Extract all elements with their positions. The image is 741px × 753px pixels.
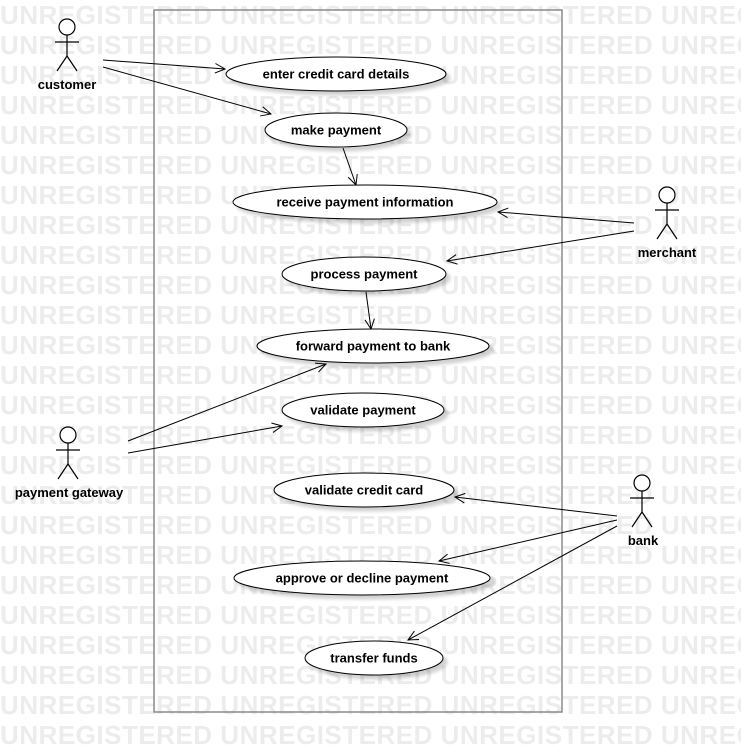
association-payment_gateway-to-forward_bank	[127, 362, 328, 442]
use-case-transfer-funds[interactable]: transfer funds	[304, 640, 444, 676]
use-case-process-payment[interactable]: process payment	[281, 256, 447, 292]
association-merchant-to-receive_info	[496, 207, 635, 224]
association-customer-to-make_payment	[102, 66, 273, 117]
use-case-make-payment[interactable]: make payment	[264, 112, 408, 148]
arrowhead-icon	[496, 207, 509, 218]
use-case-label: transfer funds	[330, 651, 417, 666]
stick-figure-icon	[655, 186, 679, 240]
stick-figure-icon	[630, 474, 654, 528]
actor-label: merchant	[638, 245, 697, 260]
actor-bank[interactable]: bank	[628, 474, 659, 548]
system-boundary	[153, 9, 563, 713]
arrowhead-icon	[445, 254, 458, 265]
association-process_payment-to-forward_bank	[364, 291, 375, 331]
association-customer-to-enter_cc	[102, 59, 227, 74]
stick-figure-icon	[55, 18, 79, 72]
association-bank-to-validate_cc	[453, 492, 618, 517]
use-case-validate-credit-card[interactable]: validate credit card	[273, 472, 455, 508]
actor-merchant[interactable]: merchant	[638, 186, 697, 260]
use-case-label: forward payment to bank	[296, 339, 451, 354]
association-make_payment-to-receive_info	[342, 147, 358, 187]
association-merchant-to-process_payment	[445, 230, 635, 265]
use-case-enter-credit-card-details[interactable]: enter credit card details	[225, 56, 447, 92]
arrowhead-icon	[453, 492, 466, 504]
use-case-label: receive payment information	[277, 195, 454, 210]
use-case-label: enter credit card details	[263, 67, 410, 82]
actor-label: bank	[628, 533, 659, 548]
arrowhead-icon	[437, 553, 450, 564]
association-payment_gateway-to-validate_payment	[127, 422, 284, 454]
use-case-forward-payment-to-bank[interactable]: forward payment to bank	[256, 328, 490, 364]
use-case-approve-or-decline-payment[interactable]: approve or decline payment	[233, 560, 491, 596]
arrowhead-icon	[406, 630, 420, 641]
actor-payment-gateway[interactable]: payment gateway	[15, 426, 124, 500]
use-case-label: approve or decline payment	[276, 571, 449, 586]
use-case-label: process payment	[311, 267, 419, 282]
arrowhead-icon	[214, 63, 227, 74]
use-case-label: validate payment	[310, 403, 416, 418]
stick-figure-icon	[56, 426, 80, 480]
association-bank-to-approve_decline	[437, 519, 618, 564]
associations	[102, 59, 635, 641]
actor-label: customer	[38, 77, 97, 92]
arrowhead-icon	[260, 106, 273, 117]
arrowhead-icon	[271, 422, 284, 433]
actor-label: payment gateway	[15, 485, 124, 500]
use-case-label: validate credit card	[305, 483, 424, 498]
use-case-label: make payment	[291, 123, 382, 138]
actor-customer[interactable]: customer	[38, 18, 97, 92]
use-case-validate-payment[interactable]: validate payment	[281, 392, 445, 428]
arrowhead-icon	[314, 362, 328, 373]
association-bank-to-transfer_funds	[406, 525, 618, 641]
use-case-receive-payment-information[interactable]: receive payment information	[232, 184, 498, 220]
